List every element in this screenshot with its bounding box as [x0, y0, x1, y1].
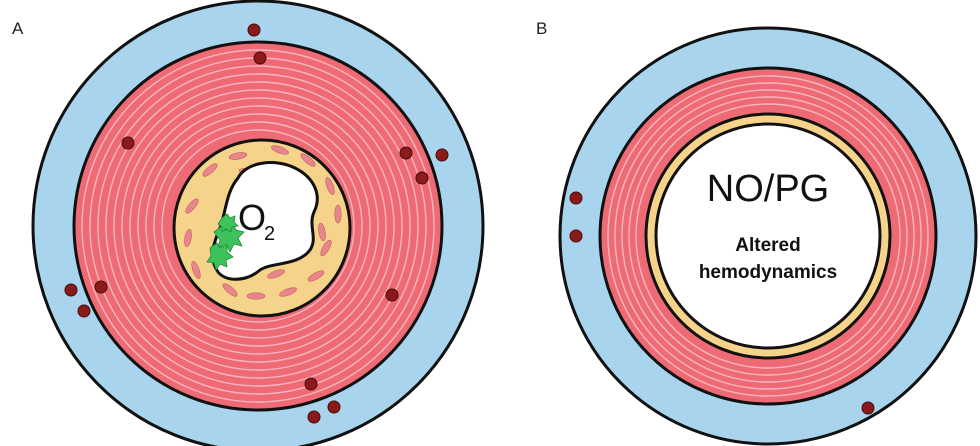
red-dot-icon [305, 378, 317, 390]
panel-a-label: A [12, 19, 24, 38]
panel-a-lumen-subscript: 2 [264, 223, 275, 245]
panel-a: A O 2 [12, 1, 483, 446]
red-dot-icon [65, 284, 77, 296]
red-dot-icon [570, 230, 582, 242]
panel-b-center-title: NO/PG [707, 168, 829, 210]
red-dot-icon [328, 401, 340, 413]
panel-b-center-line2: hemodynamics [699, 262, 837, 283]
spindle-cell-icon [247, 293, 265, 299]
panel-b-label: B [536, 19, 547, 38]
red-dot-icon [400, 147, 412, 159]
panel-b-center-line1: Altered [735, 235, 800, 256]
red-dot-icon [570, 192, 582, 204]
red-dot-icon [416, 172, 428, 184]
red-dot-icon [862, 402, 874, 414]
red-dot-icon [122, 137, 134, 149]
red-dot-icon [386, 289, 398, 301]
red-dot-icon [254, 52, 266, 64]
red-dot-icon [248, 24, 260, 36]
red-dot-icon [436, 149, 448, 161]
spindle-cell-icon [335, 205, 341, 223]
red-dot-icon [78, 305, 90, 317]
panel-b: B NO/PG Altered hemodynamics [536, 19, 976, 444]
panel-a-lumen-label: O [238, 197, 266, 238]
red-dot-icon [95, 281, 107, 293]
red-dot-icon [308, 411, 320, 423]
